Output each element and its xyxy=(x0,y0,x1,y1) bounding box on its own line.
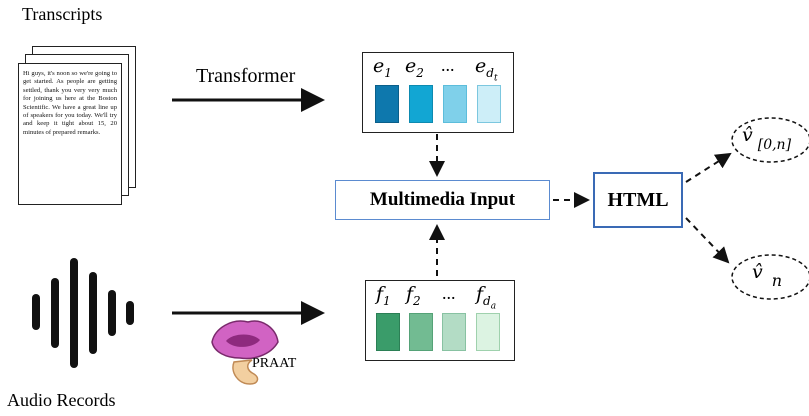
audio-embedding-cell-4 xyxy=(476,313,500,351)
text-embedding-cell-3 xyxy=(443,85,467,123)
html-to-range-output-arrow xyxy=(685,152,732,183)
text-embedding-e1: e1 xyxy=(373,55,392,80)
text-embedding-edt: edt xyxy=(475,55,498,84)
html-to-point-output-arrow xyxy=(685,217,730,264)
multimedia-input-label: Multimedia Input xyxy=(369,189,516,210)
text-embedding-e2: e2 xyxy=(405,55,424,80)
transcripts-label: Transcripts xyxy=(22,4,103,24)
audio-embedding-ellipsis: ... xyxy=(442,283,456,303)
praat-logo-icon xyxy=(211,320,279,385)
html-model-label: HTML xyxy=(607,188,669,211)
praat-label: PRAAT xyxy=(252,356,297,371)
audio-embedding-box: f1 f2 ... fda xyxy=(365,280,515,361)
audio-waveform-icon xyxy=(32,258,134,368)
audio-embedding-fda: fda xyxy=(476,283,497,312)
text-embedding-cell-4 xyxy=(477,85,501,123)
text-embedding-box: e1 e2 ... edt xyxy=(362,52,514,133)
multimedia-input-box: Multimedia Input xyxy=(335,180,550,220)
audio-embedding-f1: f1 xyxy=(376,283,391,308)
transcript-document: Hi guys, it's noon so we're going to get… xyxy=(18,63,122,205)
text-embedding-ellipsis: ... xyxy=(441,55,455,75)
audio-embedding-cell-2 xyxy=(409,313,433,351)
audio-embedding-cell-1 xyxy=(376,313,400,351)
text-embedding-cell-1 xyxy=(375,85,399,123)
audio-embedding-cell-3 xyxy=(442,313,466,351)
range-output-label: v̂[0,n] xyxy=(742,124,792,153)
html-model-box: HTML xyxy=(593,172,683,228)
audio-records-label: Audio Records xyxy=(7,390,116,410)
transformer-label: Transformer xyxy=(196,65,296,87)
transcript-text: Hi guys, it's noon so we're going to get… xyxy=(23,70,117,136)
point-output-label: v̂n xyxy=(752,261,783,290)
text-embedding-cell-2 xyxy=(409,85,433,123)
audio-embedding-f2: f2 xyxy=(406,283,421,308)
